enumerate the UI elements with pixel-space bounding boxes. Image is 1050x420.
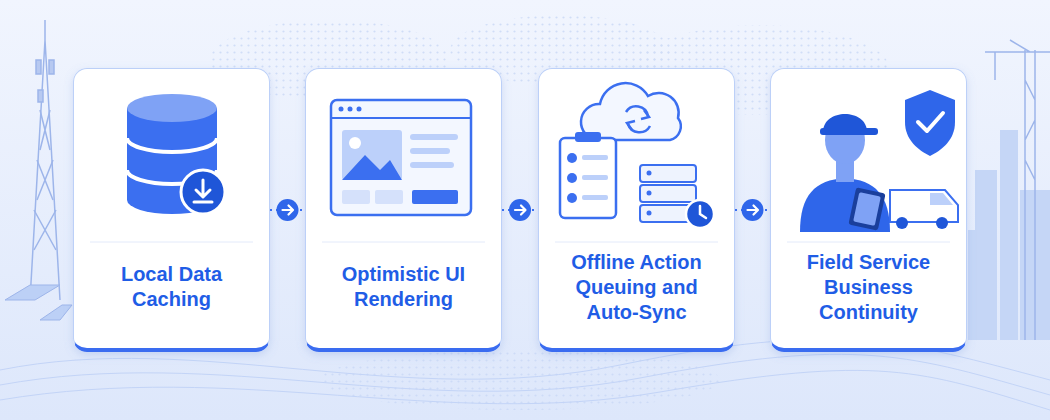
process-card: Optimistic UI Rendering (305, 68, 502, 352)
radio-tower (30, 20, 60, 300)
arrow-badge (509, 199, 531, 221)
card-title: Optimistic UI Rendering (314, 262, 493, 312)
flow-connector (735, 199, 770, 221)
card-title: Field Service Business Continuity (779, 250, 958, 325)
browser-window-icon (331, 100, 471, 215)
sync-queue-icon (560, 83, 714, 228)
construction-crane (985, 40, 1050, 340)
process-card: Local Data Caching (73, 68, 270, 352)
solar-panels (5, 285, 72, 320)
arrow-head (748, 206, 759, 215)
process-card: Offline Action Queuing and Auto-Sync (538, 68, 735, 352)
city-skyline (968, 130, 1050, 340)
flow-connector (270, 199, 305, 221)
process-card: Field Service Business Continuity (770, 68, 967, 352)
card-title: Offline Action Queuing and Auto-Sync (547, 250, 726, 325)
database-icon (127, 94, 225, 214)
card-text-area: Field Service Business Continuity (779, 241, 958, 333)
arrow-head (515, 206, 526, 215)
arrow-head (283, 206, 294, 215)
field-technician-icon (800, 90, 958, 232)
card-fills (73, 68, 967, 352)
arrow-badge (742, 199, 764, 221)
card-text-area: Local Data Caching (82, 241, 261, 333)
card-title: Local Data Caching (82, 262, 261, 312)
card-text-area: Optimistic UI Rendering (314, 241, 493, 333)
flow-connector (502, 199, 538, 221)
card-dividers (90, 242, 950, 243)
arrow-badge (277, 199, 299, 221)
card-text-area: Offline Action Queuing and Auto-Sync (547, 241, 726, 333)
